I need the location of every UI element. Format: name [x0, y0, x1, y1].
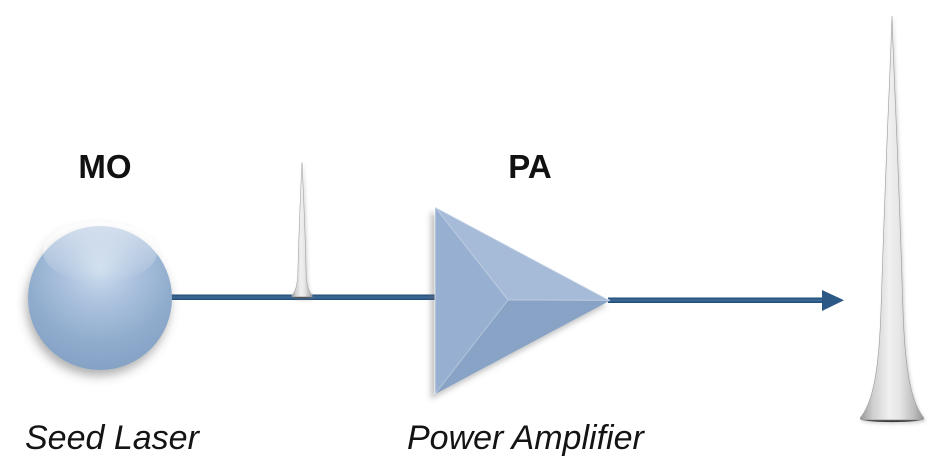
- amplified-pulse-icon: [859, 15, 925, 423]
- seed-laser-caption: Seed Laser: [25, 419, 199, 457]
- seed-pulse-icon: [291, 162, 313, 299]
- arrowhead-icon: [822, 290, 844, 311]
- seed-laser-circle-icon: [28, 222, 172, 370]
- power-amplifier-caption: Power Amplifier: [407, 419, 644, 457]
- power-amplifier-triangle-icon: [434, 206, 611, 395]
- output-beam-arrow: [608, 290, 844, 311]
- mo-label: MO: [78, 148, 132, 185]
- pa-label: PA: [508, 148, 552, 185]
